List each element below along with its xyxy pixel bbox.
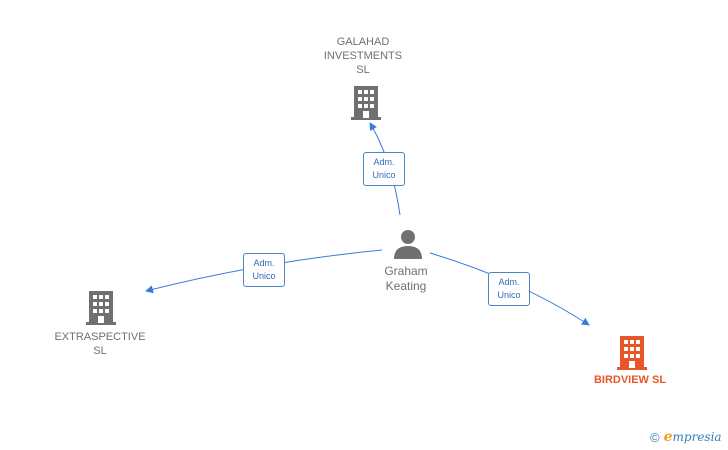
edge-role-line1: Adm.: [253, 258, 275, 268]
edge-role-badge[interactable]: Adm. Unico: [488, 272, 530, 306]
edge-role-line1: Adm.: [373, 157, 395, 167]
edge-role-line2: Unico: [252, 271, 276, 281]
building-icon[interactable]: [85, 290, 117, 325]
edge-role-badge[interactable]: Adm. Unico: [363, 152, 405, 186]
footer-brand: © empresia: [650, 429, 722, 445]
galahad-label: GALAHAD INVESTMENTS SL: [323, 36, 403, 76]
brand-initial: e: [663, 429, 673, 445]
person-icon[interactable]: [392, 229, 424, 259]
copyright-symbol: ©: [650, 429, 660, 445]
edge-role-line1: Adm.: [498, 277, 520, 287]
extraspective-label: EXTRASPECTIVE SL: [54, 331, 146, 357]
building-icon-highlighted[interactable]: [616, 335, 648, 370]
birdview-label: BIRDVIEW SL: [593, 374, 667, 386]
brand-rest: mpresia: [672, 430, 722, 444]
brand-logo: empresia: [664, 429, 722, 445]
edge-role-line2: Unico: [372, 170, 396, 180]
edge-role-badge[interactable]: Adm. Unico: [243, 253, 285, 287]
edge-role-line2: Unico: [497, 290, 521, 300]
building-icon[interactable]: [350, 85, 382, 120]
person-label: Graham Keating: [384, 264, 428, 293]
